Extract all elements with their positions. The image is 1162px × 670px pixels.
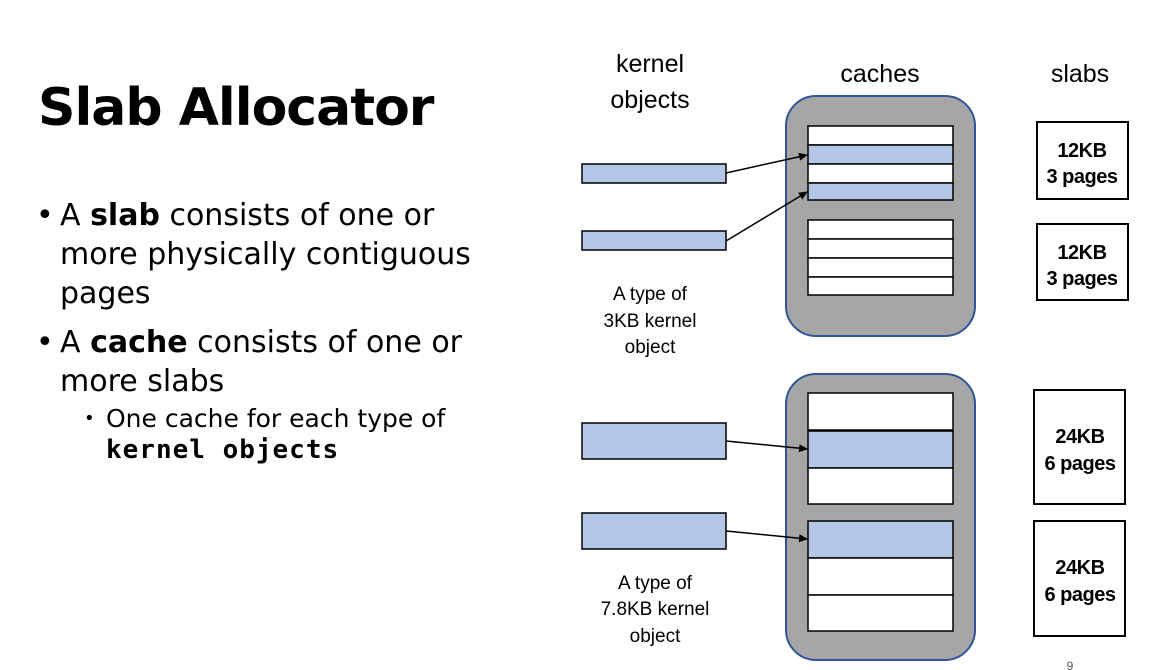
caption-line: object [630, 626, 681, 647]
header-kernel-objects-line1: kernel [616, 50, 684, 78]
slab-object-slot [807, 257, 954, 278]
cache-7-8kb-slab-2 [807, 520, 954, 632]
caption-line: A type of [618, 573, 693, 594]
arrow-object-to-cache [725, 440, 808, 453]
slab-pages: 6 pages [1045, 584, 1116, 606]
bullet-text: One cache for each type of [106, 404, 446, 433]
arrow-object-to-cache [725, 191, 808, 242]
slab-pages: 3 pages [1047, 166, 1118, 188]
slab-box: 12KB 3 pages [1036, 121, 1129, 200]
slab-box-frame [1036, 223, 1129, 301]
arrow-object-to-cache [725, 530, 808, 543]
bullet-dot: • [36, 198, 54, 233]
slab-object-slot-used [807, 520, 954, 559]
slab-size: 24KB [1055, 557, 1104, 579]
bullet-list: •A slab consists of one or more physical… [36, 196, 516, 476]
bullet-text: consists of one or more slabs [60, 325, 463, 399]
slab-object-slot [807, 392, 954, 431]
bullet-text: A [60, 198, 91, 233]
slab-pages: 3 pages [1047, 268, 1118, 290]
cache-3kb-slab-1 [807, 125, 954, 201]
slab-pages: 6 pages [1045, 453, 1116, 475]
slab-box: 24KB 6 pages [1033, 520, 1126, 637]
cache-7-8kb-slab-1 [807, 392, 954, 505]
kernel-object-7-8kb [581, 512, 727, 550]
header-kernel-objects-line2: objects [610, 86, 689, 114]
caption-3kb: A type of 3KB kernel object [604, 284, 697, 358]
slab-object-slot-used [807, 182, 954, 201]
caption-line: 7.8KB kernel [601, 599, 710, 620]
slab-object-slot-used [807, 144, 954, 165]
page-number: 9 [1067, 659, 1074, 670]
slide-title: Slab Allocator [38, 78, 434, 138]
slab-object-slot-used [807, 430, 954, 469]
slab-box-frame [1033, 520, 1126, 637]
kernel-object-3kb [581, 163, 727, 184]
caption-line: object [625, 337, 676, 358]
cache-3kb-slab-2 [807, 219, 954, 296]
slab-box: 24KB 6 pages [1033, 389, 1126, 505]
slab-size: 12KB [1057, 242, 1106, 264]
slab-box-frame [1033, 389, 1126, 505]
kernel-object-7-8kb [581, 422, 727, 460]
arrow-object-to-cache [725, 152, 808, 174]
header-caches: caches [840, 60, 919, 88]
bullet-text: A [60, 325, 91, 360]
slab-size: 24KB [1055, 426, 1104, 448]
slab-size: 12KB [1057, 140, 1106, 162]
bullet-bold-term: cache [90, 325, 188, 360]
slab-object-slot [807, 125, 954, 146]
slab-object-slot [807, 219, 954, 240]
caption-line: 3KB kernel [604, 311, 697, 332]
sub-bullet-cache-per-type: • One cache for each type of kernel objec… [36, 403, 516, 466]
header-slabs: slabs [1051, 60, 1109, 88]
slab-object-slot [807, 276, 954, 296]
slab-box: 12KB 3 pages [1036, 223, 1129, 301]
caption-7-8kb: A type of 7.8KB kernel object [601, 573, 710, 647]
bullet-slab: •A slab consists of one or more physical… [36, 196, 516, 313]
bullet-dot: • [36, 325, 54, 360]
slab-object-slot [807, 594, 954, 632]
caption-line: A type of [613, 284, 688, 305]
slab-object-slot [807, 467, 954, 505]
bullet-bold-term: slab [90, 198, 160, 233]
bullet-dot: • [84, 408, 95, 429]
slab-object-slot [807, 557, 954, 596]
slab-object-slot [807, 163, 954, 184]
slab-box-frame [1036, 121, 1129, 200]
bullet-bold-term: kernel objects [106, 435, 340, 465]
kernel-object-3kb [581, 230, 727, 251]
slab-object-slot [807, 238, 954, 259]
bullet-text: consists of one or more physically conti… [60, 198, 471, 311]
bullet-cache: •A cache consists of one or more slabs •… [36, 323, 516, 466]
